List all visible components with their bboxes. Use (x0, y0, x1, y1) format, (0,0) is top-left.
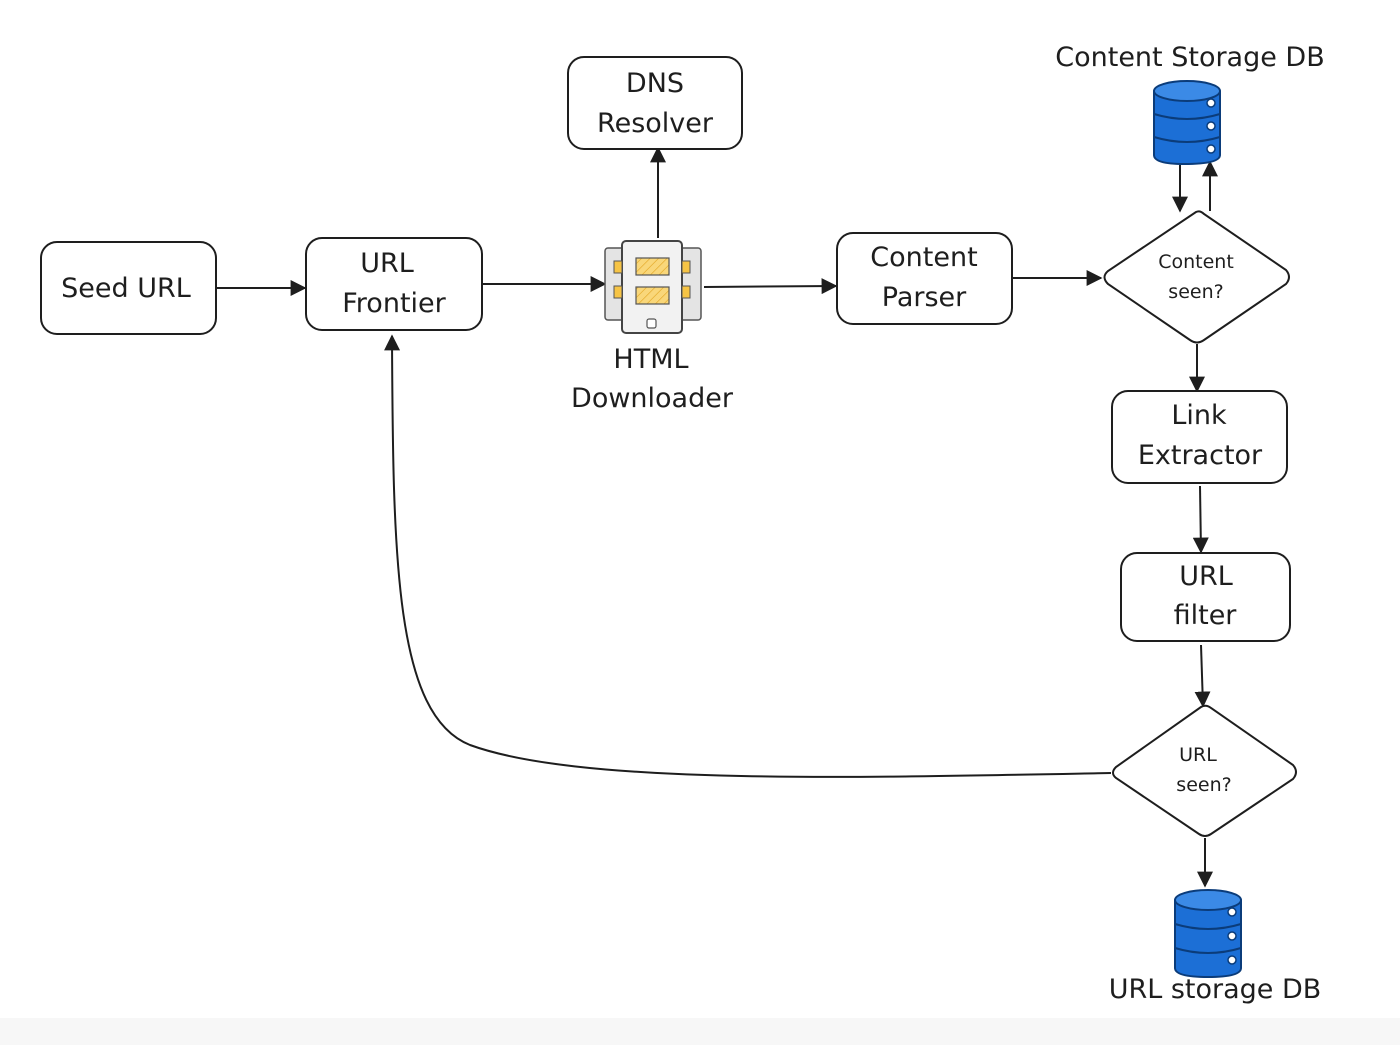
link-extractor-label-line2: Extractor (1138, 440, 1263, 471)
url-frontier-node[interactable]: URL Frontier (305, 237, 483, 331)
content-storage-db-label: Content Storage DB (1055, 42, 1325, 73)
content-seen-label-line2: seen? (1168, 281, 1223, 303)
edge-url-seen-to-frontier (384, 334, 1112, 778)
url-storage-db-label: URL storage DB (1109, 974, 1322, 1005)
seed-url-node[interactable]: Seed URL (40, 241, 217, 335)
content-seen-label-line1: Content (1158, 251, 1234, 273)
url-seen-label-line1: URL (1179, 744, 1217, 766)
content-parser-label-line2: Parser (882, 282, 967, 313)
link-extractor-label-line1: Link (1171, 400, 1227, 431)
dns-resolver-label-line1: DNS (626, 68, 684, 99)
seed-url-label: Seed URL (61, 273, 191, 304)
database-icon (1153, 80, 1221, 166)
html-downloader-label-line1: HTML (613, 344, 688, 375)
content-storage-db[interactable]: Content Storage DB (1055, 42, 1325, 166)
edge-url-filter-to-url-seen (1194, 644, 1211, 708)
database-icon (1174, 889, 1242, 979)
url-seen-decision[interactable]: URL seen? (1112, 704, 1297, 837)
content-parser-node[interactable]: Content Parser (836, 232, 1013, 325)
url-filter-label-line2: filter (1174, 600, 1238, 631)
url-filter-node[interactable]: URL filter (1120, 552, 1291, 642)
url-seen-label-line2: seen? (1176, 774, 1231, 796)
url-frontier-label-line2: Frontier (342, 288, 446, 319)
dns-resolver-label-line2: Resolver (597, 108, 714, 139)
dns-resolver-node[interactable]: DNS Resolver (567, 56, 743, 150)
html-downloader-label-line2: Downloader (571, 383, 734, 414)
edge-link-extractor-to-url-filter (1192, 485, 1209, 554)
url-storage-db[interactable]: URL storage DB (1109, 889, 1322, 1005)
html-downloader-node[interactable]: HTML Downloader (571, 240, 734, 414)
url-filter-label-line1: URL (1179, 561, 1233, 592)
server-icon (604, 240, 702, 334)
content-seen-decision[interactable]: Content seen? (1103, 210, 1290, 344)
url-frontier-label-line1: URL (360, 248, 414, 279)
footer-band (0, 1018, 1400, 1045)
edge-downloader-to-parser (703, 278, 838, 295)
content-parser-label-line1: Content (870, 242, 977, 273)
link-extractor-node[interactable]: Link Extractor (1111, 390, 1288, 484)
